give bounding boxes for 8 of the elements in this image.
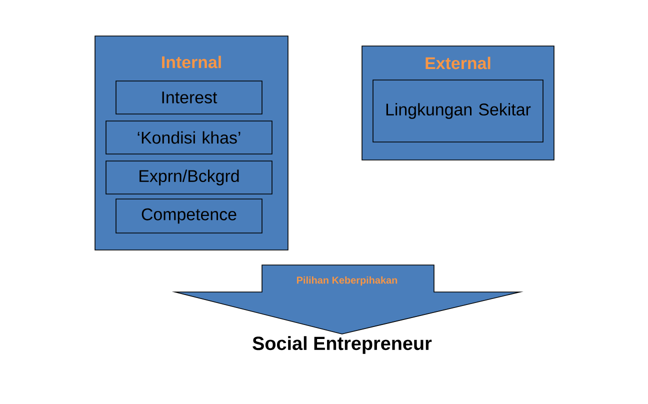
block-arrow <box>172 264 524 334</box>
item-box: Lingkungan Sekitar <box>372 80 544 142</box>
item-box: ‘Kondisi khas’ <box>106 120 272 154</box>
result-text: Social Entrepreneur <box>252 336 432 354</box>
item-box: Exprn/Bckgrd <box>106 160 272 194</box>
item-box: Competence <box>116 198 262 234</box>
item-box: Interest <box>116 80 262 114</box>
edge-label: Pilihan Keberpihakan <box>295 275 399 287</box>
